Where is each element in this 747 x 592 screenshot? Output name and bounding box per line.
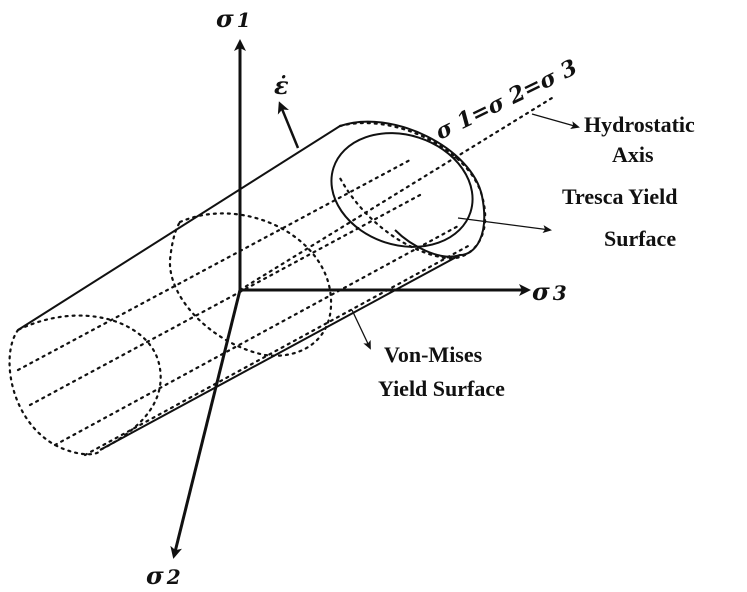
leader-arrows	[351, 113, 580, 350]
dotted-sections	[8, 96, 554, 457]
vonmises-label-line1: Von-Mises	[384, 342, 483, 367]
tresca-label-line2: Surface	[604, 226, 676, 251]
cylinder-front-end	[339, 120, 486, 258]
hydrostatic-equation: σ 1=σ 2=σ 3	[431, 54, 581, 145]
inner-line-4	[83, 243, 472, 457]
vonmises-leader	[351, 309, 371, 350]
tresca-label-line1: Tresca Yield	[562, 184, 677, 209]
cylinder-top-edge	[17, 125, 341, 331]
front-ellipse	[330, 132, 474, 248]
hydrostatic-label-line2: Axis	[612, 142, 654, 167]
sigma2-axis	[170, 289, 242, 559]
inner-line-1	[16, 158, 412, 372]
middle-ellipse	[168, 212, 333, 357]
hydrostatic-label-line1: Hydrostatic	[584, 112, 695, 137]
hydrostatic-axis-line	[238, 96, 554, 292]
back-ellipse	[8, 314, 162, 456]
hydrostatic-leader	[531, 113, 580, 129]
strain-rate-arrow	[277, 101, 300, 149]
stress-axes	[170, 39, 531, 559]
vonmises-label-line2: Yield Surface	[378, 376, 505, 401]
cylinder-surface	[17, 120, 486, 451]
front-dotted-ellipse	[338, 121, 487, 260]
inner-line-2	[53, 223, 462, 447]
tresca-leader	[457, 217, 552, 234]
strain-rate-label: ε̇	[274, 71, 289, 100]
inner-line-3	[28, 193, 422, 407]
cylinder-bottom-edge	[99, 254, 461, 451]
